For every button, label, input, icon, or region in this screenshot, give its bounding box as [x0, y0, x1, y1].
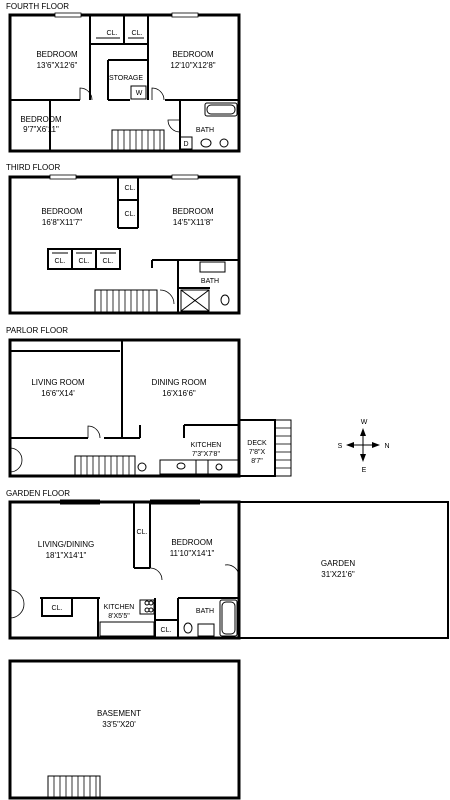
compass-e: E	[362, 467, 367, 474]
parlor-living-name: LIVING ROOM	[31, 378, 85, 387]
third-floor-label: THIRD FLOOR	[6, 163, 60, 172]
garden-kitchen-name: KITCHEN	[104, 604, 135, 611]
garden-dims: 31'X21'6"	[321, 570, 355, 579]
garden-closet-a: CL.	[52, 605, 63, 612]
garden-bedroom-dims: 11'10"X14'1"	[170, 549, 215, 558]
compass-s: S	[338, 443, 343, 450]
fourth-washer: W	[136, 90, 143, 97]
fourth-storage: STORAGE	[109, 75, 143, 82]
compass-rose-icon	[346, 428, 380, 462]
third-side-closet-1: CL.	[125, 185, 136, 192]
parlor-kitchen-dims: 7'3"X7'8"	[192, 451, 220, 458]
compass-w: W	[361, 419, 368, 426]
garden-name: GARDEN	[321, 559, 355, 568]
fourth-bedroom-left-dims: 13'6"X12'6"	[37, 61, 78, 70]
fourth-closet-a: CL.	[107, 30, 118, 37]
parlor-living-dims: 16'6"X14'	[41, 389, 75, 398]
garden-floor-plan	[8, 499, 449, 640]
fourth-floor-plan	[8, 12, 241, 153]
fourth-closet-b: CL.	[132, 30, 143, 37]
fourth-bedroom-small-name: BEDROOM	[20, 115, 62, 124]
fourth-bedroom-small-dims: 9'7"X6'11"	[23, 125, 59, 134]
garden-living-dining-name: LIVING/DINING	[38, 540, 94, 549]
third-closet-2: CL.	[79, 258, 90, 265]
third-bath: BATH	[201, 278, 219, 285]
third-bedroom-left-name: BEDROOM	[41, 207, 83, 216]
garden-bath: BATH	[196, 608, 214, 615]
fourth-bedroom-right-dims: 12'10"X12'8"	[170, 61, 215, 70]
parlor-kitchen-name: KITCHEN	[191, 442, 222, 449]
parlor-deck-dims-2: 8'7"	[251, 458, 263, 465]
fourth-bedroom-left-name: BEDROOM	[36, 50, 78, 59]
fourth-floor-label: FOURTH FLOOR	[6, 2, 69, 11]
basement-plan	[8, 659, 241, 800]
parlor-dining-name: DINING ROOM	[151, 378, 206, 387]
garden-bedroom-name: BEDROOM	[171, 538, 213, 547]
parlor-floor-label: PARLOR FLOOR	[6, 326, 68, 335]
third-bedroom-right-dims: 14'5"X11'8"	[173, 218, 213, 227]
third-side-closet-2: CL.	[125, 211, 136, 218]
fourth-bath: BATH	[196, 127, 214, 134]
parlor-dining-dims: 16'X16'6"	[162, 389, 196, 398]
parlor-deck-dims-1: 7'8"X	[249, 449, 266, 456]
garden-floor-label: GARDEN FLOOR	[6, 489, 70, 498]
third-floor-plan	[8, 174, 241, 315]
garden-closet-side: CL.	[137, 529, 148, 536]
parlor-deck-name: DECK	[247, 440, 267, 447]
parlor-floor-plan	[8, 338, 292, 478]
fourth-dryer: D	[183, 141, 188, 148]
third-bedroom-left-dims: 16'8"X11'7"	[42, 218, 82, 227]
third-bedroom-right-name: BEDROOM	[172, 207, 214, 216]
garden-closet-b: CL.	[161, 627, 172, 634]
garden-kitchen-dims: 8'X5'5"	[108, 613, 130, 620]
third-closet-3: CL.	[103, 258, 114, 265]
compass-n: N	[384, 443, 389, 450]
third-closet-1: CL.	[55, 258, 66, 265]
basement-name: BASEMENT	[97, 709, 141, 718]
basement-dims: 33'5"X20'	[102, 720, 136, 729]
garden-living-dining-dims: 18'1"X14'1"	[46, 551, 87, 560]
fourth-bedroom-right-name: BEDROOM	[172, 50, 214, 59]
